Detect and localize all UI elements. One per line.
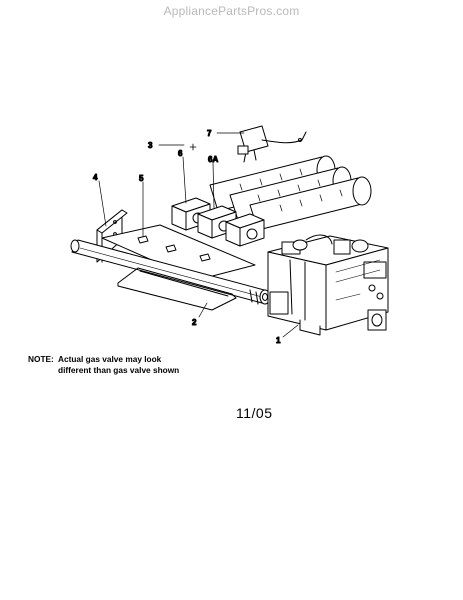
callout-3: 3 [148, 141, 153, 150]
watermark-text: AppliancePartsPros.com [163, 4, 300, 18]
callout-6a: 6A [208, 155, 218, 164]
gas-valve [267, 234, 389, 336]
note-line-2: different than gas valve shown [58, 365, 180, 375]
note-label: NOTE: [28, 354, 54, 364]
leader-lines [98, 132, 299, 338]
note-text: NOTE: Actual gas valve may look differen… [28, 354, 328, 376]
callout-4: 4 [93, 173, 98, 182]
callout-1: 1 [276, 336, 281, 345]
pilot-assembly [189, 125, 307, 163]
burner-tubes [209, 155, 372, 231]
callout-6: 6 [178, 149, 183, 158]
orifices [137, 235, 211, 262]
date-code: 11/05 [236, 405, 273, 421]
burner-rod [117, 267, 237, 311]
burner-blocks [171, 197, 265, 247]
manifold-pipe [70, 239, 271, 305]
note-line-1: Actual gas valve may look [58, 354, 162, 364]
callout-5: 5 [139, 174, 144, 183]
callout-7: 7 [207, 129, 212, 138]
callout-2: 2 [192, 318, 197, 327]
